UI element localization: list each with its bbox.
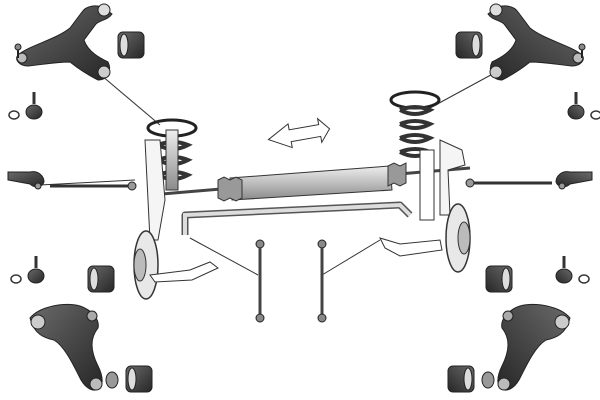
stabilizer-link-right <box>316 238 328 324</box>
upper-control-arm-left <box>14 3 113 81</box>
upper-control-arm-right <box>487 3 586 81</box>
tie-rod-right <box>465 178 552 188</box>
lower-control-arm-left <box>29 304 103 391</box>
bushing-bottom-right-upper <box>485 265 513 293</box>
bushing-bottom-right-lower <box>447 365 475 393</box>
strut-assembly-right <box>379 90 471 273</box>
lower-control-arm-right <box>497 304 571 391</box>
ball-joint-top-right <box>566 90 600 121</box>
ring-bottom-right <box>481 371 495 389</box>
tie-rod-end-right <box>555 171 593 190</box>
tie-rod-end-left <box>7 171 45 190</box>
bushing-bottom-left-upper <box>87 265 115 293</box>
ball-joint-top-left <box>7 90 44 121</box>
tie-rod-left <box>50 181 137 191</box>
stabilizer-link-left <box>254 238 266 324</box>
bushing-top-right <box>455 31 483 59</box>
ball-joint-bottom-left <box>9 254 46 285</box>
strut-assembly-left <box>133 118 219 300</box>
leader-lines <box>39 69 501 276</box>
bushing-bottom-left-lower <box>125 365 153 393</box>
ball-joint-bottom-right <box>554 254 591 285</box>
bushing-top-left <box>117 31 145 59</box>
ring-bottom-left <box>105 371 119 389</box>
direction-arrow-icon <box>267 117 331 149</box>
steering-rack <box>149 162 471 202</box>
